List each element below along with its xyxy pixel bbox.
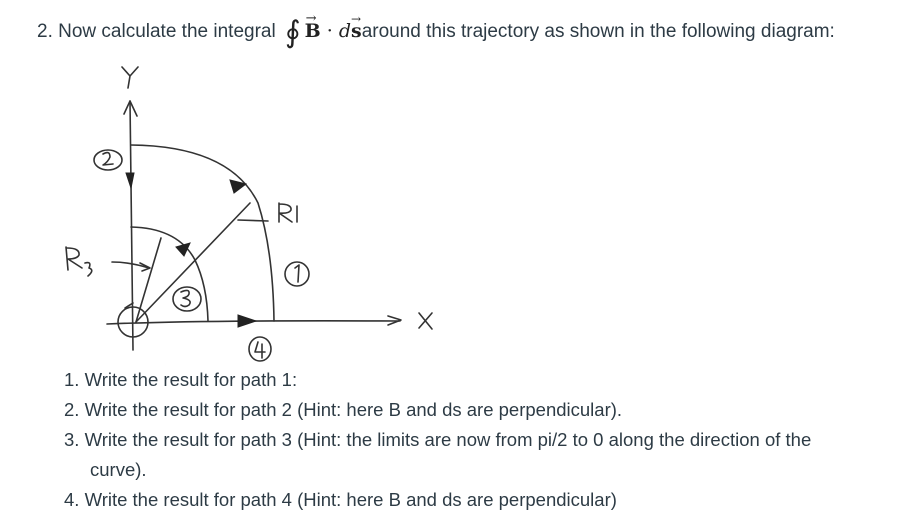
dot-operator: ·: [326, 20, 333, 42]
radius-line-r1: [135, 202, 251, 323]
item-text: Write the result for path 4 (Hint: here …: [84, 489, 617, 510]
item-number: 2.: [64, 399, 80, 420]
path-2-circle: [93, 149, 123, 171]
question-text: 2. Now calculate the integral ∮B · dsaro…: [37, 5, 835, 48]
instruction-item: 1. Write the result for path 1:: [64, 365, 811, 395]
arc-r1-path1: [130, 144, 275, 322]
contour-integral-symbol: ∮: [284, 15, 301, 50]
item-number: 4.: [64, 489, 80, 510]
differential-d: d: [338, 20, 351, 42]
r3-label: [65, 246, 93, 277]
path1-direction-arrow-icon: [229, 179, 248, 194]
vector-s: s: [351, 5, 362, 45]
y-axis: [129, 100, 134, 351]
path-3-circle: [172, 286, 202, 312]
r1-pointer: [237, 219, 269, 222]
x-label: [418, 312, 433, 330]
question-prefix: 2. Now calculate the integral: [37, 21, 276, 42]
instruction-item: 2. Write the result for path 2 (Hint: he…: [64, 395, 811, 425]
r1-label: [278, 202, 298, 223]
x-axis-arrowhead-icon: [387, 315, 402, 326]
vector-b: B: [305, 5, 321, 45]
path2-direction-arrow-icon: [125, 172, 135, 190]
item-number: 3.: [64, 429, 80, 450]
path-2-digit: [102, 151, 114, 166]
path-4-circle: [248, 336, 272, 362]
y-label: [121, 66, 139, 89]
origin-tick: [124, 302, 134, 309]
y-axis-arrowhead-icon: [123, 100, 138, 117]
path3-direction-arrow-icon: [175, 242, 191, 257]
path-1-circle: [284, 261, 310, 287]
item-number: 1.: [64, 369, 80, 390]
item-text: Write the result for path 3 (Hint: the l…: [84, 429, 812, 450]
item-text-continuation: curve).: [90, 459, 147, 480]
r3-pointer-arrowhead-icon: [139, 262, 151, 272]
path-1-digit: [294, 264, 300, 283]
path4-direction-arrow-icon: [237, 314, 258, 328]
instruction-item: 4. Write the result for path 4 (Hint: he…: [64, 485, 811, 515]
question-suffix: around this trajectory as shown in the f…: [361, 21, 835, 42]
item-text: Write the result for path 1:: [84, 369, 298, 390]
integral-expression: ∮B · ds: [281, 5, 362, 48]
origin-circle: [117, 306, 149, 338]
path-3-digit: [180, 289, 191, 308]
r3-pointer: [111, 261, 150, 269]
instruction-item: 3. Write the result for path 3 (Hint: th…: [64, 425, 811, 455]
instructions-list: 1. Write the result for path 1: 2. Write…: [64, 365, 811, 515]
instruction-item-continuation: curve).: [64, 455, 811, 485]
item-text: Write the result for path 2 (Hint: here …: [84, 399, 623, 420]
x-axis: [106, 320, 401, 325]
path-4-digit: [254, 341, 266, 359]
